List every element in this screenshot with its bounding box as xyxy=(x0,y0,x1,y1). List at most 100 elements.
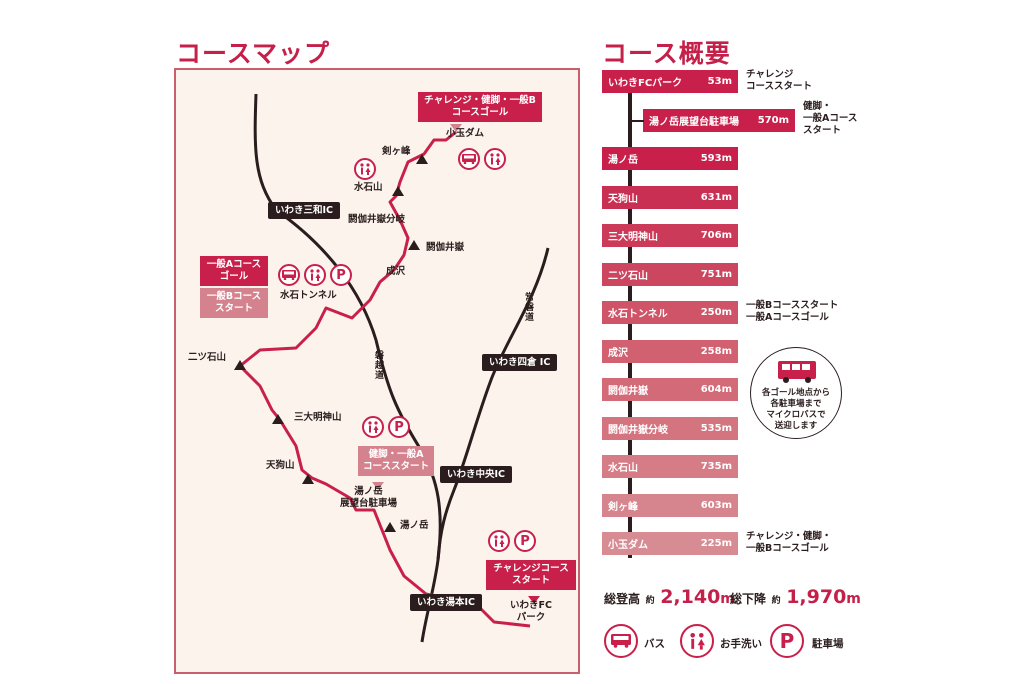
profile-row: 閼伽井嶽 604m xyxy=(602,378,738,401)
toilet-icon xyxy=(304,264,326,286)
label-yunotake-parking-line2: 展望台駐車場 xyxy=(340,498,398,509)
label-mizuishiyama: 水石山 xyxy=(354,182,383,193)
descent-label: 総下降 xyxy=(730,592,767,606)
label-tengusan: 天狗山 xyxy=(266,460,295,471)
peak-sandaimyojinsan xyxy=(272,414,284,424)
profile-row-elevation: 225m xyxy=(700,538,732,549)
course-map: いわき三和IC いわき四倉 IC いわき中央IC いわき湯本IC 常磐道 磐越道… xyxy=(174,68,580,674)
profile-row-name: 成沢 xyxy=(608,348,628,359)
profile-row-name: 湯ノ岳展望台駐車場 xyxy=(649,117,739,128)
bus-note-line: 各ゴール地点から xyxy=(761,388,830,398)
profile-row-elevation: 631m xyxy=(700,192,732,203)
joban-expressway xyxy=(436,247,550,561)
box-kenkyaku-start-line2: コーススタート xyxy=(362,461,430,472)
label-narusawa: 成沢 xyxy=(386,266,406,277)
ic-yotsukura: いわき四倉 IC xyxy=(482,354,558,371)
label-futatsuishiyama: 二ツ石山 xyxy=(188,352,227,363)
box-goal-all-line1: チャレンジ・健脚・一般B xyxy=(424,95,536,106)
peak-tengusan xyxy=(302,474,314,484)
bus-icon xyxy=(458,148,480,170)
box-ippan-a-goal-line2: ゴール xyxy=(219,271,249,282)
total-descent: 総下降 約 1,970m xyxy=(730,586,861,608)
peak-futatsuishiyama xyxy=(234,360,246,370)
profile-row-name: 二ツ石山 xyxy=(608,271,648,282)
label-yunotake: 湯ノ岳 xyxy=(400,520,429,531)
profile-row-elevation: 258m xyxy=(700,346,732,357)
ascent-value: 2,140 xyxy=(660,586,721,608)
profile-row-note-line: 健脚・ xyxy=(803,101,832,112)
peak-yunotake xyxy=(384,522,396,532)
pointer-kenkyaku xyxy=(372,482,384,490)
box-challenge-start: チャレンジコース スタート xyxy=(486,560,576,590)
profile-row-name: いわきFCパーク xyxy=(608,78,683,89)
descent-unit: m xyxy=(846,591,861,607)
route-joban: 常磐道 xyxy=(523,292,533,322)
toilet-icon xyxy=(362,416,384,438)
profile-row: 剣ヶ峰 603m xyxy=(602,494,738,517)
peak-mizuishiyama xyxy=(392,186,404,196)
pointer-challenge xyxy=(528,596,540,604)
parking-icon: P xyxy=(388,416,410,438)
ascent-approx: 約 xyxy=(645,596,655,606)
profile-row-note-line: スタート xyxy=(803,125,842,136)
toilet-icon xyxy=(354,158,376,180)
profile-row-note: 健脚・一般Aコーススタート xyxy=(803,101,857,137)
profile-row-name: 剣ヶ峰 xyxy=(608,502,638,513)
profile-row-name: 三大明神山 xyxy=(608,232,658,243)
ascent-unit: m xyxy=(720,591,735,607)
bus-icon xyxy=(778,361,816,383)
label-fc-park: いわきFC パーク xyxy=(510,600,552,624)
profile-row-note-line: コーススタート xyxy=(746,81,813,92)
map-title: コースマップ xyxy=(176,39,331,68)
profile-row: 成沢 258m xyxy=(602,340,738,363)
toilet-icon xyxy=(488,530,510,552)
box-ippan-b-start-line2: スタート xyxy=(214,303,253,314)
label-kengamine: 剣ヶ峰 xyxy=(382,146,411,157)
box-goal-all: チャレンジ・健脚・一般B コースゴール xyxy=(418,92,542,122)
ic-yumoto: いわき湯本IC xyxy=(410,594,483,611)
toilet-icon xyxy=(484,148,506,170)
label-yunotake-parking: 湯ノ岳 展望台駐車場 xyxy=(340,486,397,510)
box-ippan-b-start-line1: 一般Bコース xyxy=(206,291,262,302)
box-ippan-b-start: 一般Bコース スタート xyxy=(200,288,268,318)
profile-row-note: チャレンジコーススタート xyxy=(746,69,812,93)
label-mizuishi-tunnel: 水石トンネル xyxy=(280,290,337,301)
box-ippan-a-goal-line1: 一般Aコース xyxy=(206,259,262,270)
overview-title: コース概要 xyxy=(602,39,731,68)
label-fc-park-line2: パーク xyxy=(516,612,546,623)
box-kenkyaku-start-line1: 健脚・一般A xyxy=(368,449,424,460)
profile-row-elevation: 604m xyxy=(700,384,732,395)
profile-row-note-line: 一般Aコース xyxy=(803,113,858,124)
profile-row-note-line: 一般Bコースゴール xyxy=(746,543,829,554)
legend-bus-label: バス xyxy=(644,638,665,650)
profile-row-name: 閼伽井嶽 xyxy=(608,386,648,397)
bus-note-text: 各ゴール地点から 各駐車場まで マイクロバスで 送迎します xyxy=(751,388,841,432)
legend-parking-icon: P xyxy=(770,624,804,658)
box-ippan-a-goal: 一般Aコース ゴール xyxy=(200,256,268,286)
label-akaijidake: 閼伽井嶽 xyxy=(426,242,465,253)
pointer-goal-all xyxy=(450,124,462,132)
bus-icon xyxy=(278,264,300,286)
descent-approx: 約 xyxy=(771,596,781,606)
profile-row-name: 水石トンネル xyxy=(608,309,668,320)
label-sandaimyojinsan: 三大明神山 xyxy=(294,412,342,423)
profile-row-elevation: 593m xyxy=(700,153,732,164)
peak-kengamine xyxy=(416,154,428,164)
descent-value: 1,970 xyxy=(786,586,847,608)
bus-note-line: マイクロバスで xyxy=(766,410,826,420)
route-banetsu: 磐越道 xyxy=(373,350,383,380)
box-goal-all-line2: コースゴール xyxy=(451,107,509,118)
label-fc-park-line1: いわきFC xyxy=(510,600,552,611)
legend-toilet-icon xyxy=(680,624,714,658)
legend-toilet-label: お手洗い xyxy=(720,638,762,650)
parking-icon: P xyxy=(330,264,352,286)
profile-row-elevation: 603m xyxy=(700,500,732,511)
